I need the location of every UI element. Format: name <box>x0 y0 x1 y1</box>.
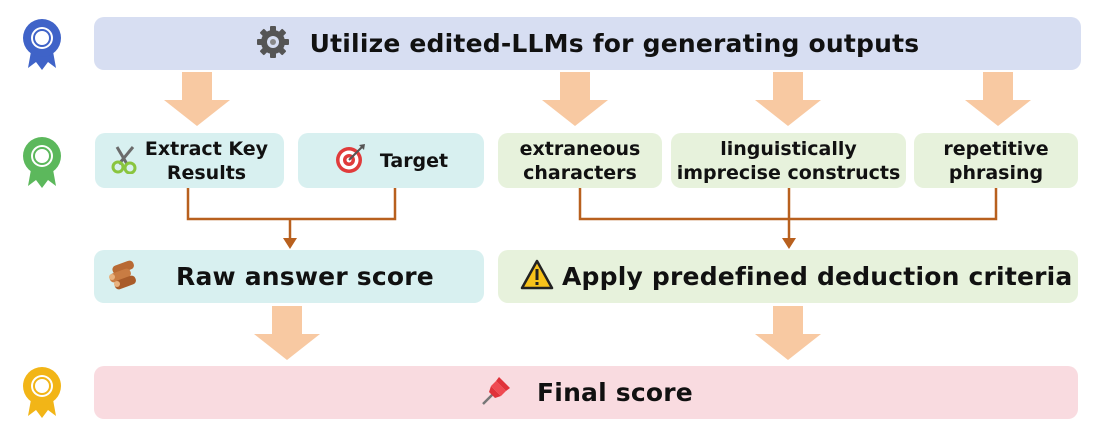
criterion-box: repetitive phrasing <box>914 133 1078 188</box>
connector-inputs-to-raw <box>186 188 397 243</box>
final-score-label: Final score <box>537 378 693 407</box>
criterion-box: extraneous characters <box>498 133 662 188</box>
down-arrow <box>542 72 608 126</box>
ribbon-blue-icon <box>20 16 64 76</box>
ribbon-green-icon <box>20 134 64 194</box>
criterion-label: extraneous characters <box>519 137 641 184</box>
target-icon <box>334 143 366 179</box>
criterion-label: linguistically imprecise constructs <box>676 137 901 184</box>
connector-criteria-to-deduction <box>578 188 998 243</box>
target-box: Target <box>298 133 484 188</box>
warning-icon <box>520 259 554 294</box>
target-label: Target <box>379 149 449 172</box>
extract-key-results-box: Extract Key Results <box>95 133 284 188</box>
connector-arrowhead <box>283 238 297 249</box>
down-arrow <box>755 306 821 360</box>
down-arrow <box>254 306 320 360</box>
deduction-criteria-label: Apply predefined deduction criteria <box>562 262 1073 291</box>
down-arrow <box>965 72 1031 126</box>
raw-answer-score-box: Raw answer score <box>94 250 484 303</box>
final-score-box: Final score <box>94 366 1078 419</box>
deduction-criteria-box: Apply predefined deduction criteria <box>498 250 1078 303</box>
raw-answer-score-label: Raw answer score <box>176 262 434 291</box>
criterion-box: linguistically imprecise constructs <box>671 133 906 188</box>
ribbon-gold-icon <box>20 364 64 424</box>
criterion-label: repetitive phrasing <box>943 137 1049 184</box>
down-arrow <box>755 72 821 126</box>
scissors-icon <box>111 144 139 178</box>
top-step-title: Utilize edited-LLMs for generating outpu… <box>309 29 920 58</box>
wood-logs-icon <box>106 259 142 295</box>
pushpin-icon <box>479 374 513 412</box>
extract-key-results-label: Extract Key Results <box>144 137 269 184</box>
down-arrow <box>164 72 230 126</box>
top-step-box: Utilize edited-LLMs for generating outpu… <box>94 17 1081 70</box>
connector-arrowhead <box>782 238 796 249</box>
gear-icon <box>256 25 290 63</box>
